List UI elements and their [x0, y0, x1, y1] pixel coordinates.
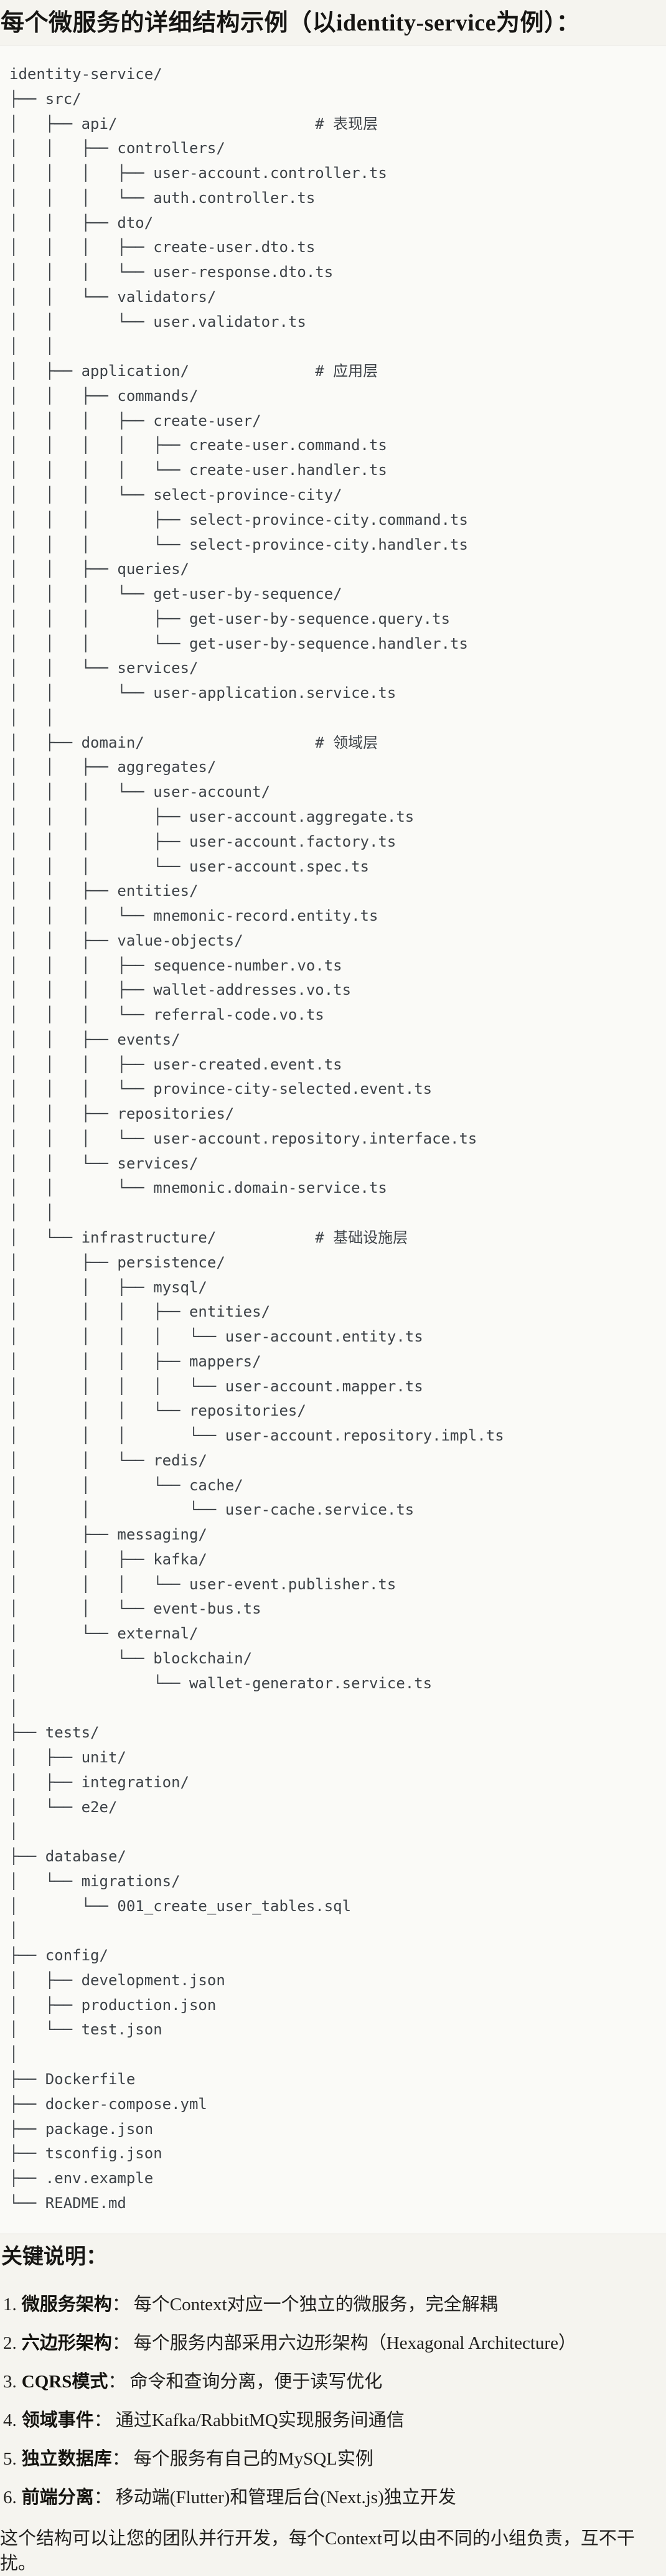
note-item-4: 4.领域事件：通过Kafka/RabbitMQ实现服务间通信: [3, 2408, 666, 2433]
notes-list: 1.微服务架构：每个Context对应一个独立的微服务，完全解耦 2.六边形架构…: [0, 2292, 666, 2510]
note-item-5: 5.独立数据库：每个服务有自己的MySQL实例: [3, 2447, 666, 2471]
page-title: 每个微服务的详细结构示例（以identity-service为例）：: [1, 10, 581, 36]
note-description: 每个服务有自己的MySQL实例: [133, 2448, 373, 2469]
note-colon: ：: [111, 2448, 130, 2469]
note-term: CQRS模式: [21, 2371, 108, 2392]
note-number: 2.: [3, 2333, 17, 2353]
note-item-1: 1.微服务架构：每个Context对应一个独立的微服务，完全解耦: [3, 2292, 666, 2317]
note-number: 4.: [3, 2410, 17, 2430]
note-colon: ：: [108, 2371, 126, 2392]
note-term: 独立数据库: [21, 2448, 112, 2469]
note-description: 每个服务内部采用六边形架构（Hexagonal Architecture）: [133, 2333, 576, 2353]
note-description: 移动端(Flutter)和管理后台(Next.js)独立开发: [115, 2487, 456, 2508]
note-item-6: 6.前端分离：移动端(Flutter)和管理后台(Next.js)独立开发: [3, 2485, 666, 2510]
note-number: 3.: [3, 2371, 17, 2392]
note-colon: ：: [111, 2294, 130, 2315]
note-colon: ：: [93, 2410, 112, 2430]
note-term: 六边形架构: [21, 2333, 112, 2353]
note-description: 通过Kafka/RabbitMQ实现服务间通信: [115, 2410, 405, 2430]
closing-paragraph: 这个结构可以让您的团队并行开发，每个Context可以由不同的小组负责，互不干扰…: [0, 2528, 635, 2574]
note-number: 5.: [3, 2448, 17, 2469]
note-term: 前端分离: [21, 2487, 94, 2508]
note-item-3: 3.CQRS模式：命令和查询分离，便于读写优化: [3, 2369, 666, 2394]
note-description: 命令和查询分离，便于读写优化: [129, 2371, 383, 2392]
note-number: 6.: [3, 2487, 17, 2508]
note-colon: ：: [111, 2333, 130, 2353]
note-term: 领域事件: [21, 2410, 94, 2430]
note-description: 每个Context对应一个独立的微服务，完全解耦: [133, 2294, 498, 2315]
note-colon: ：: [93, 2487, 112, 2508]
note-term: 微服务架构: [21, 2294, 112, 2315]
notes-heading: 关键说明：: [1, 2245, 107, 2268]
note-item-2: 2.六边形架构：每个服务内部采用六边形架构（Hexagonal Architec…: [3, 2331, 666, 2356]
directory-tree-code-block: identity-service/ ├── src/ │ ├── api/ # …: [0, 45, 666, 2234]
note-number: 1.: [3, 2294, 17, 2315]
